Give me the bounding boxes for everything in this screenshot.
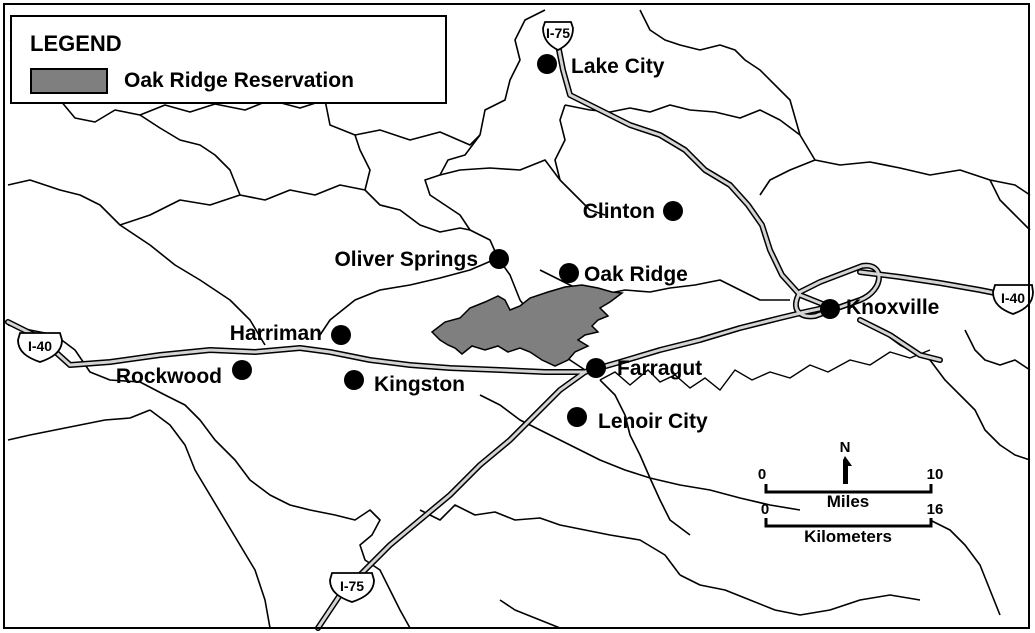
boundary-line xyxy=(699,44,801,136)
boundary-line xyxy=(424,134,499,259)
scale-miles-label: Miles xyxy=(827,492,870,511)
north-arrow: N xyxy=(840,439,852,484)
city-lake-city: Lake City xyxy=(537,54,665,78)
highway-interchange-fill xyxy=(794,264,881,318)
boundary-line xyxy=(554,104,566,181)
legend: LEGEND Oak Ridge Reservation xyxy=(10,15,447,104)
boundary-line xyxy=(439,159,606,216)
city-marker xyxy=(489,249,509,269)
boundary-line xyxy=(599,379,691,536)
legend-title: LEGEND xyxy=(30,31,122,56)
river-line xyxy=(599,349,931,391)
city-label: Clinton xyxy=(583,200,655,223)
highway-i40-east-spur-fill xyxy=(858,318,942,362)
boundary-line xyxy=(7,324,336,516)
city-marker xyxy=(567,407,587,427)
scale-km-start: 0 xyxy=(761,501,769,518)
city-knoxville: Knoxville xyxy=(820,296,939,319)
boundary-line xyxy=(319,257,499,336)
city-label: Knoxville xyxy=(846,296,939,319)
city-marker xyxy=(586,358,606,378)
boundary-line xyxy=(119,184,471,233)
county-boundaries xyxy=(7,9,1031,629)
highway-i75-north-fill xyxy=(553,28,827,307)
city-label: Farragut xyxy=(617,357,702,380)
city-clinton: Clinton xyxy=(583,200,683,223)
scale-km-bar xyxy=(764,518,933,528)
city-label: Rockwood xyxy=(116,365,222,388)
city-marker xyxy=(820,299,840,319)
legend-label-reservation: Oak Ridge Reservation xyxy=(124,69,354,92)
shield-label-i75-south: I-75 xyxy=(340,578,364,594)
boundary-line xyxy=(419,504,681,576)
scale-miles-bar xyxy=(764,484,933,494)
highway-i40-fill xyxy=(6,305,830,374)
shield-label-i40-west: I-40 xyxy=(28,338,52,354)
boundary-line xyxy=(814,159,1031,196)
scale-miles-start: 0 xyxy=(758,466,766,483)
city-marker xyxy=(344,370,364,390)
city-label: Harriman xyxy=(230,322,322,345)
boundary-line xyxy=(679,574,921,616)
boundary-line xyxy=(354,134,371,191)
shield-label-i40-east: I-40 xyxy=(1001,290,1025,306)
city-marker xyxy=(559,263,579,283)
boundary-line xyxy=(139,114,241,196)
city-marker xyxy=(331,325,351,345)
boundary-line xyxy=(639,9,701,51)
scale-bar: 0 10 Miles 0 16 Kilometers xyxy=(758,466,944,546)
highway-shield-i75-north: I-75 xyxy=(542,21,574,52)
boundary-line xyxy=(499,599,561,629)
city-label: Lenoir City xyxy=(598,410,708,433)
scale-km-end: 16 xyxy=(927,501,944,518)
highway-i40-east-fill xyxy=(858,270,1012,298)
boundary-line xyxy=(7,409,151,441)
city-oak-ridge: Oak Ridge xyxy=(559,263,688,286)
boundary-line xyxy=(334,509,411,629)
scale-km-label: Kilometers xyxy=(804,527,892,546)
city-rockwood: Rockwood xyxy=(116,360,252,388)
boundary-line xyxy=(989,179,1031,231)
boundary-line xyxy=(324,99,481,146)
city-marker xyxy=(663,201,683,221)
highway-shield-i40-west: I-40 xyxy=(17,332,63,363)
city-label: Lake City xyxy=(571,55,665,78)
oak-ridge-reservation-area xyxy=(430,284,624,367)
north-label: N xyxy=(840,439,851,456)
boundary-line xyxy=(149,409,271,629)
boundary-line xyxy=(929,359,1031,461)
city-label: Kingston xyxy=(374,373,465,396)
boundary-line xyxy=(929,519,1001,616)
city-label: Oak Ridge xyxy=(584,263,688,286)
legend-swatch-reservation xyxy=(30,68,108,94)
city-kingston: Kingston xyxy=(344,370,465,396)
highway-shield-i40-east: I-40 xyxy=(992,284,1034,315)
boundary-line xyxy=(479,9,546,136)
boundary-line xyxy=(7,179,266,346)
city-marker xyxy=(537,54,557,74)
city-marker xyxy=(232,360,252,380)
north-arrow-icon xyxy=(843,456,852,484)
city-harriman: Harriman xyxy=(230,322,351,345)
boundary-line xyxy=(964,329,1031,371)
city-farragut: Farragut xyxy=(586,357,702,380)
highway-shield-i75-south: I-75 xyxy=(329,572,375,603)
scale-miles-end: 10 xyxy=(927,466,944,483)
city-oliver-springs: Oliver Springs xyxy=(334,248,509,271)
city-lenoir-city: Lenoir City xyxy=(567,407,708,433)
city-label: Oliver Springs xyxy=(334,248,478,271)
boundary-line xyxy=(479,394,801,511)
boundary-line xyxy=(564,104,816,196)
shield-label-i75-north: I-75 xyxy=(546,25,570,41)
